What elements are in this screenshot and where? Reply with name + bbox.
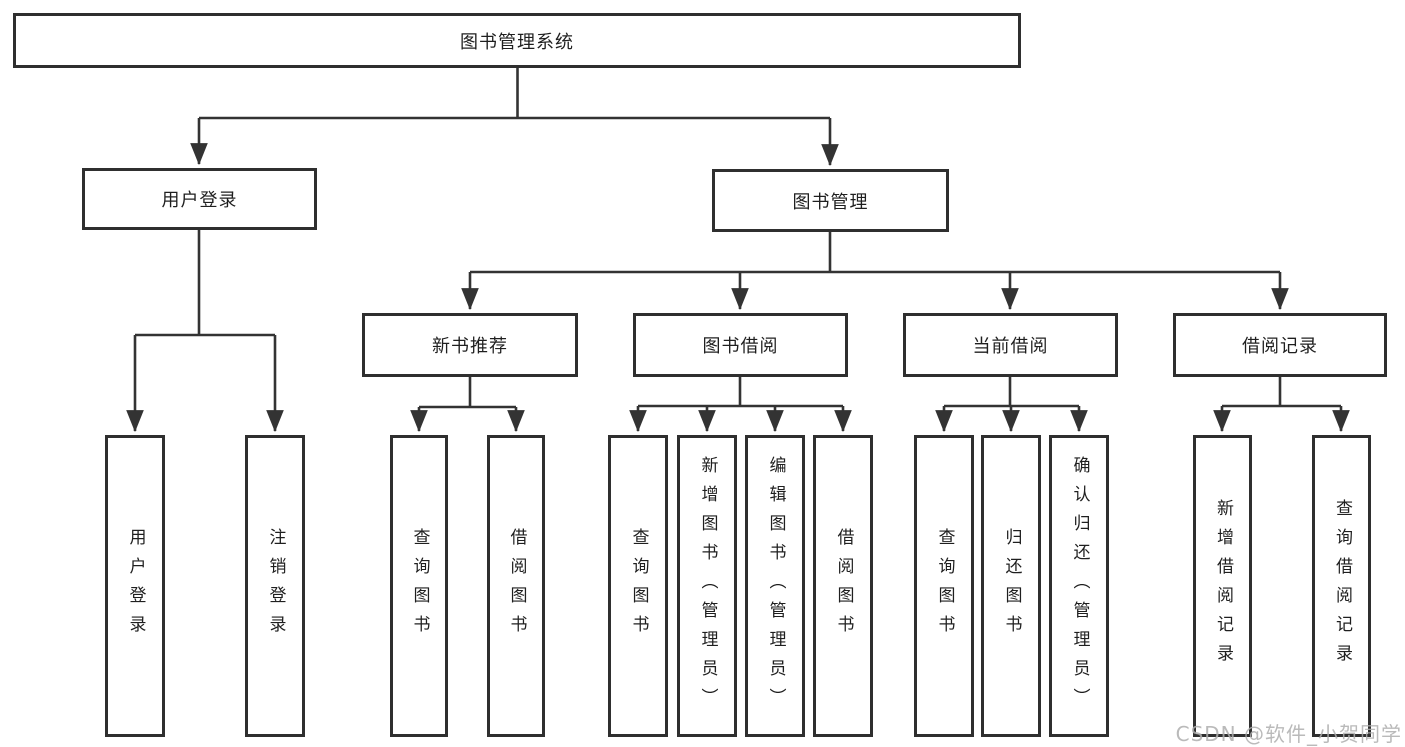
leaf-logout: 注销登录: [245, 435, 305, 737]
leaf-query-books-borrow-label: 查询图书: [628, 528, 649, 644]
leaf-add-book-admin-label: 新增图书（管理员）: [697, 455, 718, 717]
leaf-query-borrow-record-label: 查询借阅记录: [1332, 499, 1352, 673]
leaf-confirm-return-admin-label: 确认归还（管理员）: [1069, 455, 1090, 717]
leaf-edit-book-admin-label: 编辑图书（管理员）: [765, 455, 786, 717]
leaf-borrow-books-newbook: 借阅图书: [487, 435, 545, 737]
node-borrowing-records: 借阅记录: [1173, 313, 1387, 377]
leaf-return-books-label: 归还图书: [1001, 528, 1022, 644]
leaf-logout-label: 注销登录: [265, 528, 286, 644]
leaf-query-books-borrow: 查询图书: [608, 435, 668, 737]
leaf-user-login-label: 用户登录: [125, 528, 146, 644]
leaf-edit-book-admin: 编辑图书（管理员）: [745, 435, 805, 737]
leaf-query-books-current: 查询图书: [914, 435, 974, 737]
leaf-add-book-admin: 新增图书（管理员）: [677, 435, 737, 737]
leaf-add-borrow-record-label: 新增借阅记录: [1213, 499, 1233, 673]
node-book-management: 图书管理: [712, 169, 949, 232]
leaf-query-books-newbook: 查询图书: [390, 435, 448, 737]
leaf-return-books: 归还图书: [981, 435, 1041, 737]
leaf-borrow-books-borrow-label: 借阅图书: [833, 528, 854, 644]
leaf-query-borrow-record: 查询借阅记录: [1312, 435, 1371, 737]
node-new-book-recommendation: 新书推荐: [362, 313, 578, 377]
leaf-confirm-return-admin: 确认归还（管理员）: [1049, 435, 1109, 737]
node-library-management-system: 图书管理系统: [13, 13, 1021, 68]
leaf-user-login: 用户登录: [105, 435, 165, 737]
csdn-watermark: CSDN @软件_小贺同学: [1175, 722, 1402, 746]
leaf-borrow-books-newbook-label: 借阅图书: [506, 528, 527, 644]
node-user-login: 用户登录: [82, 168, 317, 230]
leaf-borrow-books-borrow: 借阅图书: [813, 435, 873, 737]
node-book-borrowing: 图书借阅: [633, 313, 848, 377]
node-current-borrowing: 当前借阅: [903, 313, 1118, 377]
leaf-query-books-current-label: 查询图书: [934, 528, 955, 644]
leaf-query-books-newbook-label: 查询图书: [409, 528, 430, 644]
leaf-add-borrow-record: 新增借阅记录: [1193, 435, 1252, 737]
